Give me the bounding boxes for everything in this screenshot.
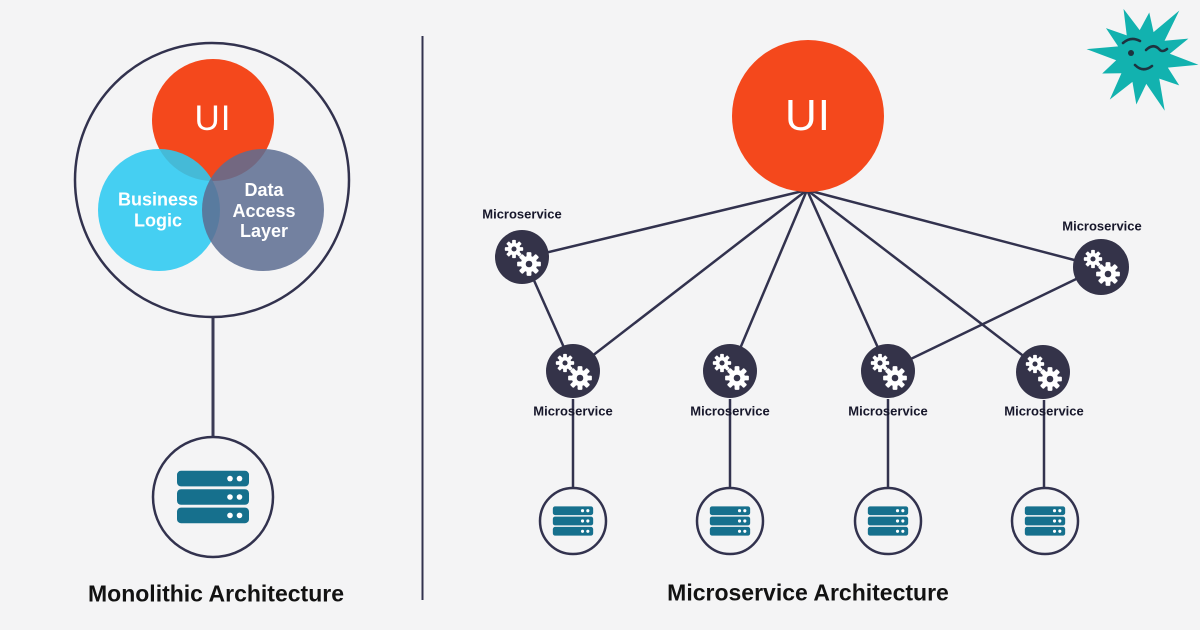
microservice-label-top-left: Microservice xyxy=(482,206,562,222)
winking-starburst-mascot xyxy=(1086,8,1199,111)
business-logic-label: Business Logic xyxy=(117,189,199,230)
gear-icon xyxy=(870,353,890,373)
gear-icon xyxy=(504,239,524,259)
microservice-label-4: Microservice xyxy=(1004,403,1084,419)
microservice-label-2: Microservice xyxy=(690,403,770,419)
database-server-icon xyxy=(709,506,751,536)
monolith-data-access-circle xyxy=(202,149,324,271)
microservice-node-4 xyxy=(1016,345,1070,399)
microservice-caption: Microservice Architecture xyxy=(667,579,949,606)
microservice-ui-label: UI xyxy=(785,91,831,140)
microservice-node-top-left xyxy=(495,230,549,284)
monolith-boundary-circle xyxy=(73,41,351,319)
monolith-ui-circle xyxy=(152,59,274,181)
gear-icon xyxy=(517,252,541,276)
microservice-label-1: Microservice xyxy=(533,403,613,419)
monolith-ui-label: UI xyxy=(194,99,232,138)
microservice-label-top-right: Microservice xyxy=(1062,218,1142,234)
edge-ui-to-ms-4 xyxy=(806,189,1044,372)
gear-icon xyxy=(725,366,749,390)
gear-icon xyxy=(1096,262,1120,286)
gear-icon xyxy=(1038,367,1062,391)
gear-icon xyxy=(712,353,732,373)
gear-icon xyxy=(555,353,575,373)
microservice-databases xyxy=(538,486,1080,556)
edge-ui-to-ms-2 xyxy=(729,189,809,371)
monolith-business-logic-circle xyxy=(98,149,220,271)
microservice-node-top-right xyxy=(1073,239,1129,295)
edge-ui-to-ms-1 xyxy=(573,189,808,371)
microservice-label-3: Microservice xyxy=(848,403,928,419)
edge-ui-to-ms-3 xyxy=(805,189,890,371)
data-access-layer-label: Data Access Layer xyxy=(232,179,296,242)
edge-ms-top-right-to-ms-3 xyxy=(887,265,1102,372)
edge-ui-to-ms-top-right xyxy=(806,188,1102,269)
microservice-node-1 xyxy=(546,344,600,398)
mascot-face xyxy=(1121,37,1169,71)
database-server-icon xyxy=(867,506,909,536)
wink-eye xyxy=(1144,44,1169,53)
edge-ui-to-ms-top-left xyxy=(523,188,808,260)
smile xyxy=(1133,63,1154,71)
gear-icon xyxy=(883,366,907,390)
gear-icon xyxy=(1083,249,1103,269)
open-eye xyxy=(1128,50,1134,56)
microservice-ui-circle xyxy=(732,40,884,192)
database-server-icon xyxy=(1024,506,1066,536)
microservice-node-3 xyxy=(861,344,915,398)
eyebrow xyxy=(1121,37,1142,45)
gear-icon xyxy=(1025,354,1045,374)
microservice-node-2 xyxy=(703,344,757,398)
database-server-icon xyxy=(552,506,594,536)
monolith-caption: Monolithic Architecture xyxy=(88,580,344,607)
microservice-edges xyxy=(522,188,1102,489)
gear-icon xyxy=(568,366,592,390)
database-server-icon xyxy=(177,470,249,524)
starburst-shape xyxy=(1086,8,1199,111)
